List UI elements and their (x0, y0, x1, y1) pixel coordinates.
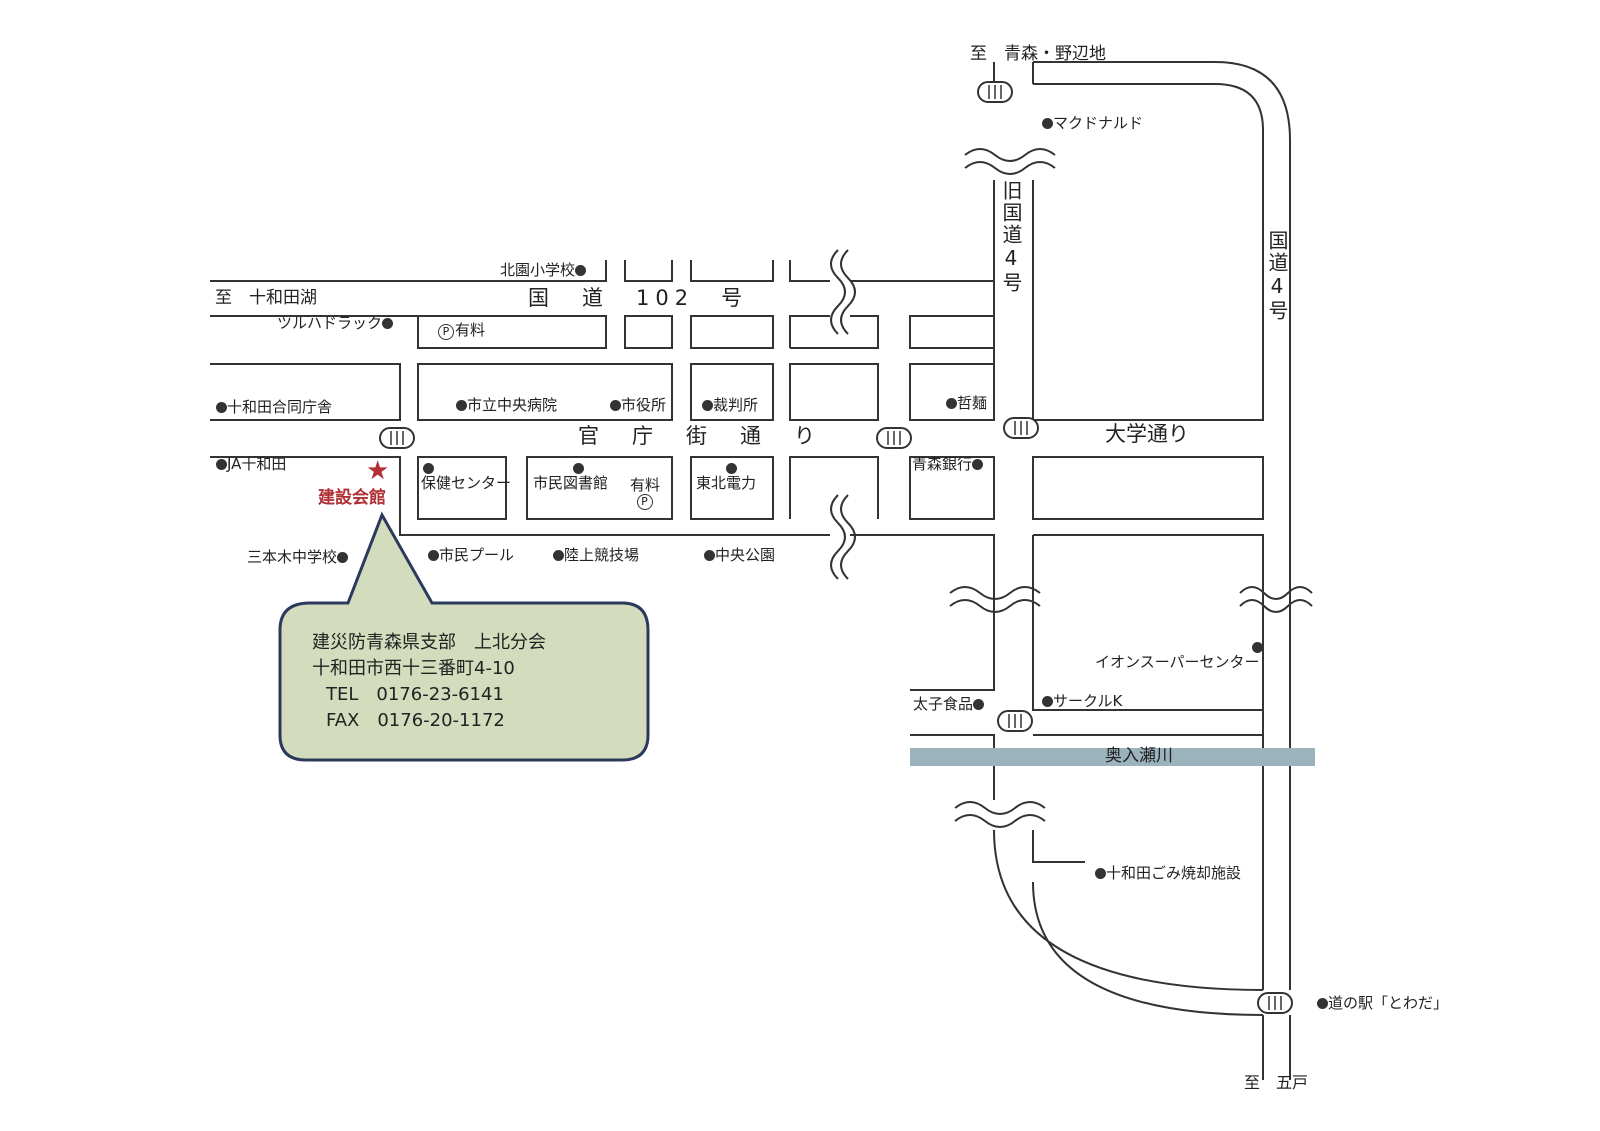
callout-address: 十和田市西十三番町4-10 (312, 658, 515, 679)
landmark-aomori-bank: 青森銀行 (912, 455, 984, 473)
stadium-label: 陸上競技場 (564, 546, 640, 564)
pool-label: 市民プール (439, 546, 515, 564)
court-label: 裁判所 (713, 396, 759, 414)
landmark-tohoku-electric: 東北電力 (696, 461, 756, 491)
dot-icon (216, 402, 227, 413)
landmark-mcdonalds: マクドナルド (1042, 116, 1143, 131)
landmark-court: 裁判所 (702, 398, 758, 413)
dest-south: 至 五戸 (1244, 1073, 1309, 1092)
dot-icon (382, 318, 394, 329)
landmark-taishi: 太子食品 (913, 695, 985, 713)
sanbongi-school-label: 三本木中学校 (247, 548, 338, 566)
star-icon: ★ (366, 456, 390, 486)
landmark-library: 市民図書館 (533, 461, 608, 491)
tohoku-electric-label: 東北電力 (696, 474, 757, 492)
dot-icon (1042, 118, 1053, 129)
dot-icon (573, 463, 584, 474)
landmark-hospital: 市立中央病院 (456, 398, 557, 413)
dot-icon (726, 463, 737, 474)
tsuruha-label: ツルハドラック (277, 314, 383, 332)
dot-icon (456, 400, 467, 411)
dot-icon (1042, 696, 1053, 707)
dot-icon (610, 400, 621, 411)
aomori-bank-label: 青森銀行 (912, 455, 973, 473)
gododaisha-label: 十和田合同庁舎 (227, 398, 333, 416)
dot-icon (1252, 642, 1263, 653)
taishi-label: 太子食品 (913, 695, 974, 713)
hospital-label: 市立中央病院 (467, 396, 558, 414)
kanchogai-label: 官 庁 街 通 り (578, 424, 821, 448)
incinerator-label: 十和田ごみ焼却施設 (1106, 864, 1242, 882)
dot-icon (423, 463, 434, 474)
callout-balloon (278, 511, 650, 762)
landmark-gododaisha: 十和田合同庁舎 (216, 400, 332, 415)
route4-label: 国道4号 (1265, 230, 1289, 322)
parking-icon: P (438, 324, 454, 340)
target-label: 建設会館 (318, 488, 386, 508)
daigaku-label: 大学通り (1105, 422, 1189, 446)
landmark-ja: JA十和田 (216, 457, 286, 472)
landmark-stadium: 陸上競技場 (553, 548, 639, 563)
ja-label: JA十和田 (227, 455, 287, 473)
health-center-label: 保健センター (421, 474, 512, 492)
central-park-label: 中央公園 (715, 546, 776, 564)
landmark-aeon: イオンスーパーセンター (1095, 640, 1263, 670)
landmark-michinoeki: 道の駅「とわだ」 (1317, 996, 1448, 1011)
landmark-circle-k: サークルK (1042, 694, 1122, 709)
dot-icon (575, 265, 587, 276)
tetsumen-label: 哲麺 (957, 394, 988, 412)
route102-label: 国 道 102 号 (528, 286, 749, 310)
library-parking-label: 有料 (630, 476, 661, 494)
dot-icon (702, 400, 713, 411)
dot-icon (973, 699, 985, 710)
dot-icon (946, 398, 957, 409)
old-route4-label: 旧国道4号 (999, 180, 1023, 294)
dot-icon (1095, 868, 1106, 879)
river-band (910, 748, 1315, 766)
callout-fax: FAX 0176-20-1172 (326, 710, 505, 731)
aeon-label: イオンスーパーセンター (1095, 653, 1260, 671)
dest-north: 至 青森・野辺地 (970, 44, 1106, 64)
landmark-kitazono-school: 北園小学校 (500, 261, 587, 279)
landmark-central-park: 中央公園 (704, 548, 775, 563)
route102-north-edge (210, 260, 607, 282)
parking-label: 有料 (455, 321, 486, 339)
dot-icon (337, 552, 349, 563)
parking-icon: P (636, 494, 653, 510)
dest-west: 至 十和田湖 (215, 288, 317, 308)
dot-icon (428, 550, 439, 561)
michinoeki-label: 道の駅「とわだ」 (1328, 994, 1449, 1012)
landmark-incinerator: 十和田ごみ焼却施設 (1095, 866, 1241, 881)
landmark-tsuruha: ツルハドラック (277, 314, 394, 332)
callout-text: 建災防青森県支部 上北分会 十和田市西十三番町4-10 TEL 0176-23-… (312, 630, 546, 734)
library-label: 市民図書館 (533, 474, 609, 492)
dot-icon (553, 550, 564, 561)
kitazono-school-label: 北園小学校 (500, 261, 576, 279)
river-label: 奥入瀬川 (1105, 746, 1173, 766)
landmark-health-center: 保健センター (421, 461, 511, 491)
dot-icon (1317, 998, 1328, 1009)
callout-org: 建災防青森県支部 上北分会 (312, 632, 546, 653)
landmark-tetsumen: 哲麺 (946, 396, 987, 411)
callout-tel: TEL 0176-23-6141 (326, 684, 504, 705)
dot-icon (972, 459, 984, 470)
dot-icon (704, 550, 715, 561)
landmark-pool: 市民プール (428, 548, 514, 563)
landmark-city-hall: 市役所 (610, 398, 666, 413)
landmark-sanbongi-school: 三本木中学校 (247, 548, 349, 566)
mcdonalds-label: マクドナルド (1053, 114, 1144, 132)
city-hall-label: 市役所 (621, 396, 667, 414)
dot-icon (216, 459, 227, 470)
circle-k-label: サークルK (1053, 692, 1123, 710)
